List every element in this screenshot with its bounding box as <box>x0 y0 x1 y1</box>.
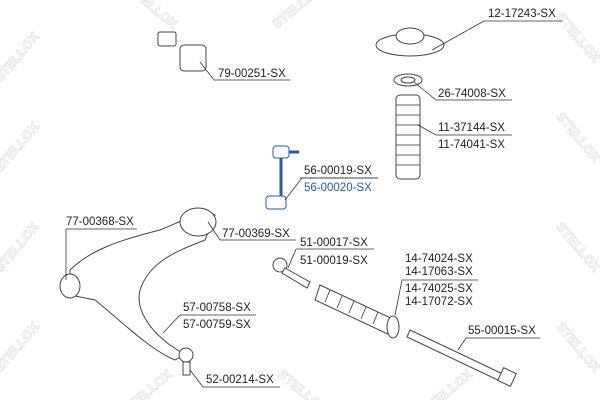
dust-boot <box>395 94 421 180</box>
label-57-00758[interactable]: 57-00758-SX <box>183 302 251 314</box>
watermark-logo: STELLOX <box>0 119 42 175</box>
label-12-17243[interactable]: 12-17243-SX <box>488 8 556 20</box>
label-55-00015[interactable]: 55-00015-SX <box>468 325 536 337</box>
label-77-00369[interactable]: 77-00369-SX <box>222 228 290 240</box>
stabilizer-bar <box>98 36 237 182</box>
label-52-00214[interactable]: 52-00214-SX <box>206 374 274 386</box>
label-51-00017[interactable]: 51-00017-SX <box>300 237 368 249</box>
strut-bearing <box>393 73 423 87</box>
watermark-logo: STELLOX <box>269 0 325 32</box>
label-14-17072[interactable]: 14-17072-SX <box>405 296 473 308</box>
label-57-00759[interactable]: 57-00759-SX <box>183 319 251 331</box>
watermark-logo: STELLOX <box>0 319 42 375</box>
watermark-logo: STELLOX <box>119 366 175 400</box>
label-56-00020[interactable]: 56-00020-SX <box>304 182 372 194</box>
control-arm <box>59 207 217 376</box>
label-56-00019[interactable]: 56-00019-SX <box>304 165 372 177</box>
tie-rod-end <box>272 257 311 289</box>
label-14-74025[interactable]: 14-74025-SX <box>405 283 473 295</box>
label-14-74024[interactable]: 14-74024-SX <box>405 253 473 265</box>
steering-boot <box>314 284 400 339</box>
stabilizer-link <box>265 145 299 210</box>
watermark-logo: STELLOX <box>0 219 42 275</box>
label-79-00251[interactable]: 79-00251-SX <box>218 68 286 80</box>
label-14-17063[interactable]: 14-17063-SX <box>405 266 473 278</box>
watermark-logo: STELLOX <box>275 367 331 400</box>
label-26-74008[interactable]: 26-74008-SX <box>438 88 506 100</box>
leader-lines <box>65 20 562 388</box>
watermark-logo: STELLOX <box>553 319 600 375</box>
watermark-logo: STELLOX <box>553 109 600 165</box>
inner-tie-rod <box>406 329 517 387</box>
watermark-logo: STELLOX <box>0 29 42 85</box>
watermark-logo: STELLOX <box>553 219 600 275</box>
watermark-logo: STELLOX <box>553 9 600 65</box>
watermark-logo: STELLOX <box>125 0 181 32</box>
label-77-00368[interactable]: 77-00368-SX <box>66 216 134 228</box>
top-mount <box>375 27 445 57</box>
label-11-74041[interactable]: 11-74041-SX <box>438 139 505 151</box>
label-51-00019[interactable]: 51-00019-SX <box>300 255 368 267</box>
stabilizer-bushing <box>157 31 207 72</box>
label-11-37144[interactable]: 11-37144-SX <box>438 122 505 134</box>
watermark-logo: STELLOX <box>419 366 475 400</box>
